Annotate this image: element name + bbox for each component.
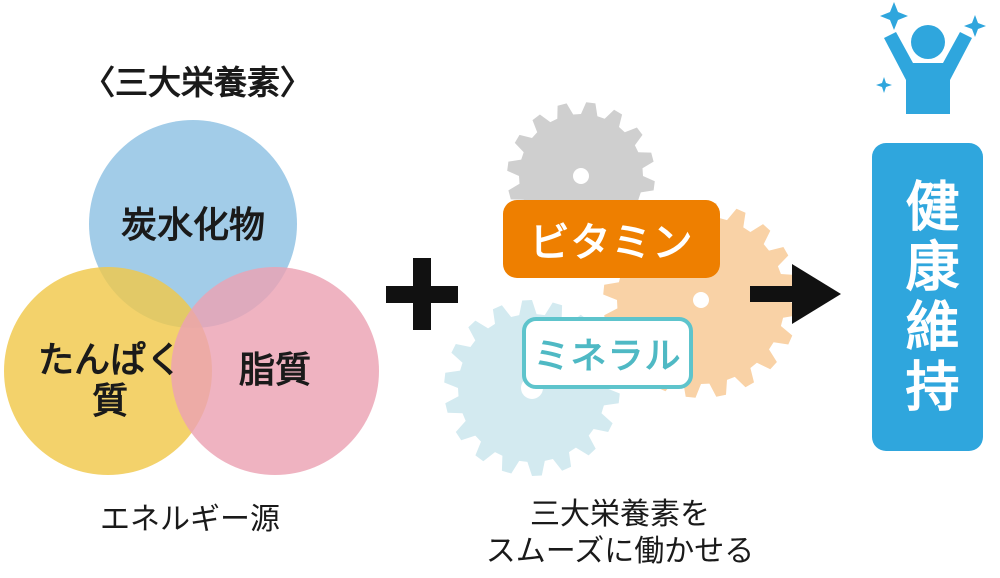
- fat-circle: [171, 267, 379, 475]
- health-maintenance-label: 健康維持: [896, 178, 959, 418]
- gear-caption-line-2: スムーズに働かせる: [485, 534, 755, 569]
- health-maintenance-box: 健康維持: [872, 143, 983, 451]
- protein-circle: [4, 267, 212, 475]
- nutrients-heading: 〈三大栄養素〉: [82, 63, 313, 102]
- sparkle-icon: [876, 2, 986, 93]
- gear-gray-hole: [573, 168, 589, 184]
- gear-caption-line-1: 三大栄養素を: [530, 497, 710, 532]
- fat-label: 脂質: [238, 350, 311, 391]
- vitamin-label: ビタミン: [503, 200, 720, 278]
- person-celebrating-icon: [884, 25, 972, 114]
- gear-peach-hole: [693, 292, 709, 308]
- carbohydrate-label: 炭水化物: [120, 205, 265, 246]
- arrow-right-icon: [750, 264, 841, 324]
- energy-source-caption: エネルギー源: [100, 502, 280, 537]
- mineral-label: ミネラル: [522, 317, 693, 389]
- protein-label: たんぱく 質: [37, 340, 182, 423]
- gear-group: [444, 102, 799, 476]
- plus-icon: [386, 258, 458, 330]
